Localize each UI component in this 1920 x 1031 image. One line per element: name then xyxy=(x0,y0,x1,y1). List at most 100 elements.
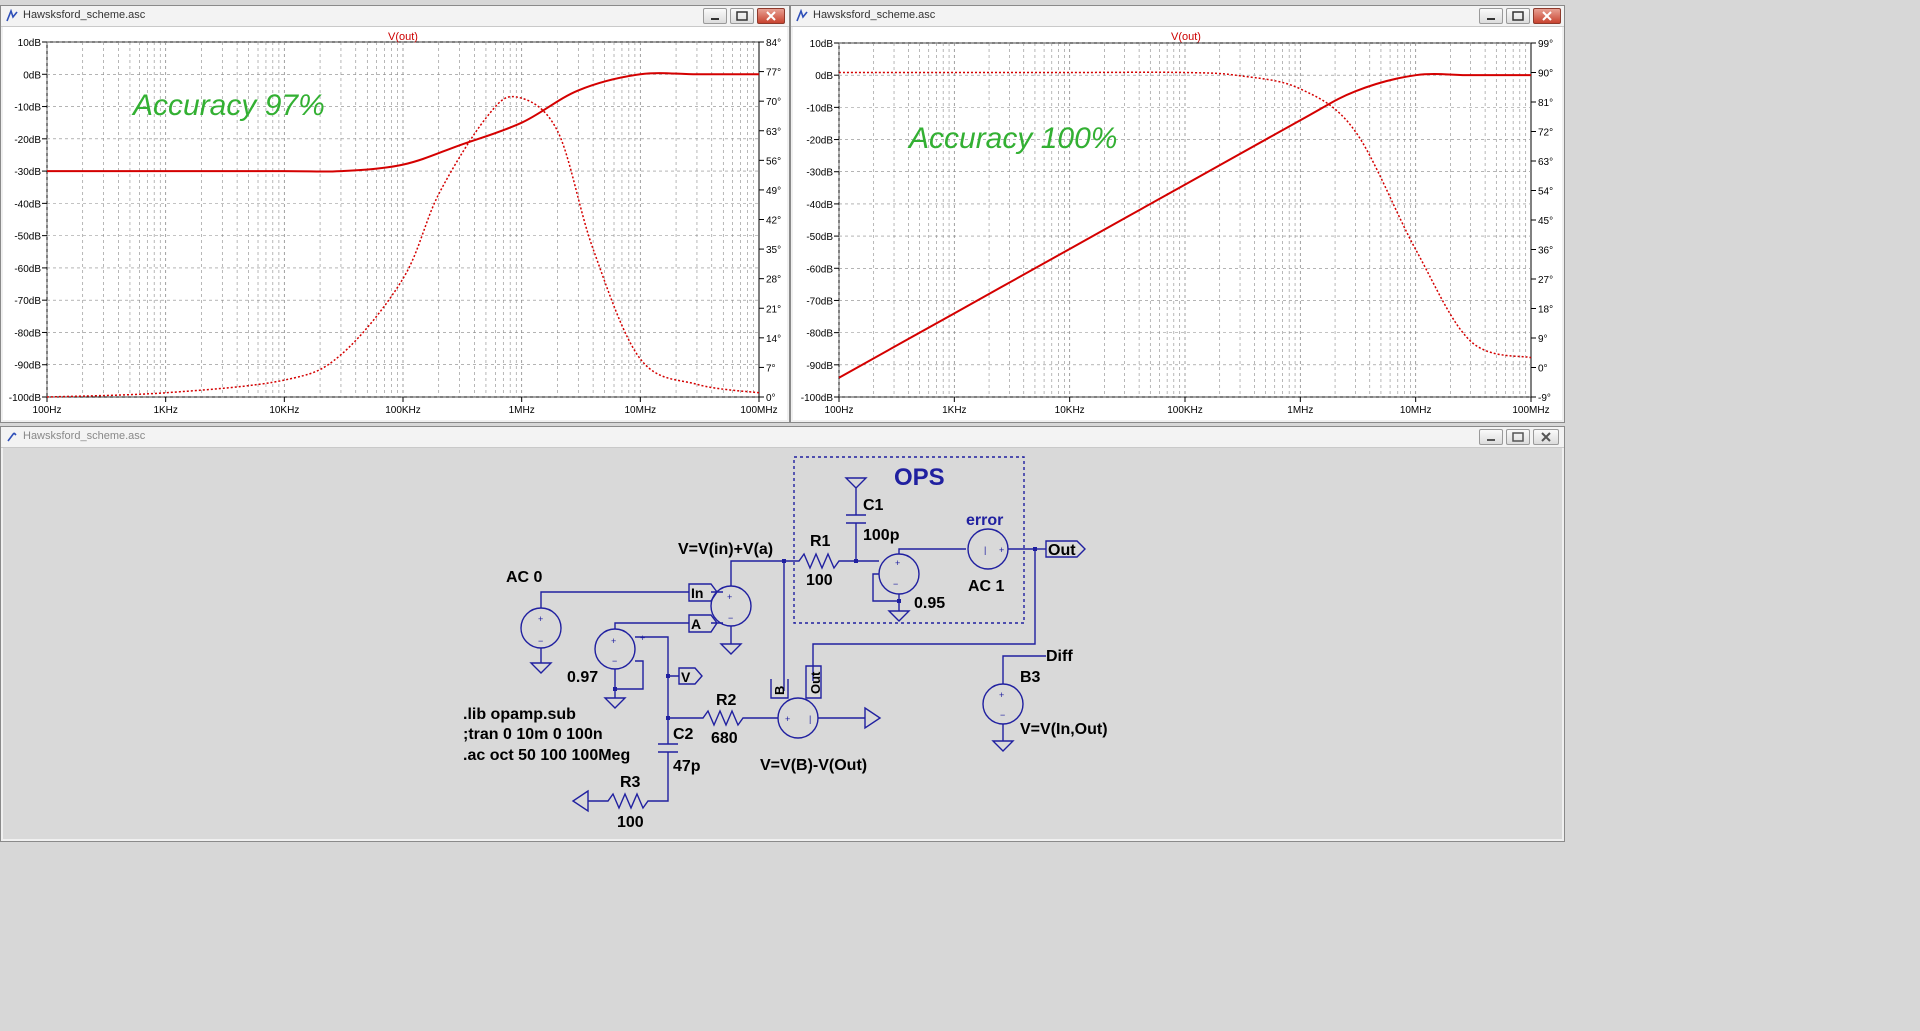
y-tick-label: -100dB xyxy=(9,393,42,404)
spice-directive-lib[interactable]: .lib opamp.sub xyxy=(463,706,576,723)
y-tick-label: -100dB xyxy=(801,393,834,404)
in-net-flag[interactable] xyxy=(688,583,723,602)
window-titlebar[interactable]: Hawsksford_scheme.asc xyxy=(1,427,1564,448)
x-tick-label: 100KHz xyxy=(1167,405,1203,416)
window-titlebar[interactable]: Hawsksford_scheme.asc xyxy=(791,6,1564,27)
c1-label: C1 xyxy=(863,497,884,514)
ac1-label: AC 1 xyxy=(968,578,1005,595)
r2-value: 680 xyxy=(711,730,738,747)
trace-label[interactable]: V(out) xyxy=(1171,31,1201,43)
ltspice-schematic-icon xyxy=(7,432,17,442)
svg-text:+: + xyxy=(895,558,900,568)
spice-directive-ac[interactable]: .ac oct 50 100 100Meg xyxy=(463,747,630,764)
bode-plot-left[interactable]: 10dB0dB-10dB-20dB-30dB-40dB-50dB-60dB-70… xyxy=(3,27,787,420)
spice-directive-tran[interactable]: ;tran 0 10m 0 100n xyxy=(463,726,603,743)
y-tick-label: -90dB xyxy=(806,361,833,372)
close-button[interactable] xyxy=(757,8,785,24)
error-label: error xyxy=(966,512,1003,529)
x-tick-label: 10KHz xyxy=(1055,405,1085,416)
y2-tick-label: 18° xyxy=(1538,305,1553,316)
x-tick-label: 100MHz xyxy=(1512,405,1549,416)
close-button[interactable] xyxy=(1533,429,1559,445)
ltspice-app-icon xyxy=(6,9,18,22)
y2-tick-label: 0° xyxy=(766,393,776,404)
schematic-canvas[interactable]: +− |+ +− +− +− + +| +− OPS error C1 100p… xyxy=(3,448,1562,839)
r2-label: R2 xyxy=(716,692,737,709)
magnitude-trace xyxy=(47,72,759,173)
y-tick-label: -60dB xyxy=(14,264,41,275)
ops-subcircuit-box xyxy=(793,456,1025,624)
svg-text:−: − xyxy=(612,656,617,666)
y-tick-label: -50dB xyxy=(14,232,41,243)
x-tick-label: 10KHz xyxy=(269,405,299,416)
x-tick-label: 1KHz xyxy=(942,405,966,416)
r3-value: 100 xyxy=(617,814,644,831)
c2-capacitor-symbol[interactable] xyxy=(655,718,678,802)
y-tick-label: 10dB xyxy=(18,38,42,49)
y2-tick-label: 63° xyxy=(766,127,781,138)
svg-text:+: + xyxy=(999,690,1004,700)
y2-tick-label: 28° xyxy=(766,275,781,286)
diff-expr-label: V=V(B)-V(Out) xyxy=(760,757,867,774)
svg-text:+: + xyxy=(727,592,732,602)
ops-gain-label: 0.95 xyxy=(914,595,945,612)
svg-text:|: | xyxy=(984,545,986,555)
x-tick-label: 10MHz xyxy=(624,405,656,416)
y-tick-label: -80dB xyxy=(14,328,41,339)
x-tick-label: 1MHz xyxy=(1287,405,1313,416)
svg-text:+: + xyxy=(999,545,1004,555)
bode-plot-right[interactable]: 10dB0dB-10dB-20dB-30dB-40dB-50dB-60dB-70… xyxy=(793,27,1562,420)
b3-expr-label: V=V(In,Out) xyxy=(1020,721,1108,738)
y2-tick-label: 63° xyxy=(1538,157,1553,168)
window-titlebar[interactable]: Hawsksford_scheme.asc xyxy=(1,6,789,27)
close-button[interactable] xyxy=(1533,8,1561,24)
out-net-flag[interactable] xyxy=(1045,540,1086,558)
r1-value: 100 xyxy=(806,572,833,589)
r1-resistor-symbol[interactable] xyxy=(784,552,879,570)
ops-label: OPS xyxy=(894,464,945,491)
out-net-label: Out xyxy=(1048,542,1076,559)
c1-capacitor-symbol[interactable] xyxy=(844,477,868,561)
y-tick-label: -70dB xyxy=(806,296,833,307)
minimize-button[interactable] xyxy=(1479,8,1503,24)
trace-label[interactable]: V(out) xyxy=(388,31,418,43)
x-tick-label: 100Hz xyxy=(825,405,854,416)
schematic-drawing[interactable]: +− |+ +− +− +− + +| +− OPS error C1 100p… xyxy=(3,448,1562,839)
a-net-flag[interactable] xyxy=(688,614,723,633)
r2-resistor-symbol[interactable] xyxy=(668,709,778,727)
y-tick-label: 0dB xyxy=(815,71,833,82)
y-tick-label: -20dB xyxy=(806,136,833,147)
r3-label: R3 xyxy=(620,774,641,791)
c2-label: C2 xyxy=(673,726,694,743)
restore-button[interactable] xyxy=(730,8,754,24)
restore-button[interactable] xyxy=(1506,8,1530,24)
svg-text:−: − xyxy=(1000,710,1005,720)
diff-source-symbol[interactable] xyxy=(777,697,819,739)
y-tick-label: -80dB xyxy=(806,329,833,340)
y2-tick-label: 72° xyxy=(1538,128,1553,139)
minimize-button[interactable] xyxy=(1479,429,1503,445)
schematic-window[interactable]: Hawsksford_scheme.asc xyxy=(0,426,1565,842)
x-tick-label: 100KHz xyxy=(385,405,421,416)
sum-expr-label: V=V(in)+V(a) xyxy=(678,541,773,558)
y2-tick-label: 36° xyxy=(1538,246,1553,257)
y-tick-label: -90dB xyxy=(14,361,41,372)
y-tick-label: -40dB xyxy=(806,200,833,211)
magnitude-trace xyxy=(838,73,1531,379)
minimize-button[interactable] xyxy=(703,8,727,24)
r1-label: R1 xyxy=(810,533,831,550)
restore-button[interactable] xyxy=(1506,429,1530,445)
svg-text:+: + xyxy=(640,633,645,643)
y2-tick-label: -9° xyxy=(1538,393,1551,404)
r3-resistor-symbol[interactable] xyxy=(588,792,655,810)
diff-label: Diff xyxy=(1046,648,1073,665)
y2-tick-label: 56° xyxy=(766,156,781,167)
plot-grid xyxy=(42,41,764,402)
out2-net-flag[interactable] xyxy=(805,665,822,699)
b-net-flag[interactable] xyxy=(770,679,789,699)
ac0-label: AC 0 xyxy=(506,569,543,586)
